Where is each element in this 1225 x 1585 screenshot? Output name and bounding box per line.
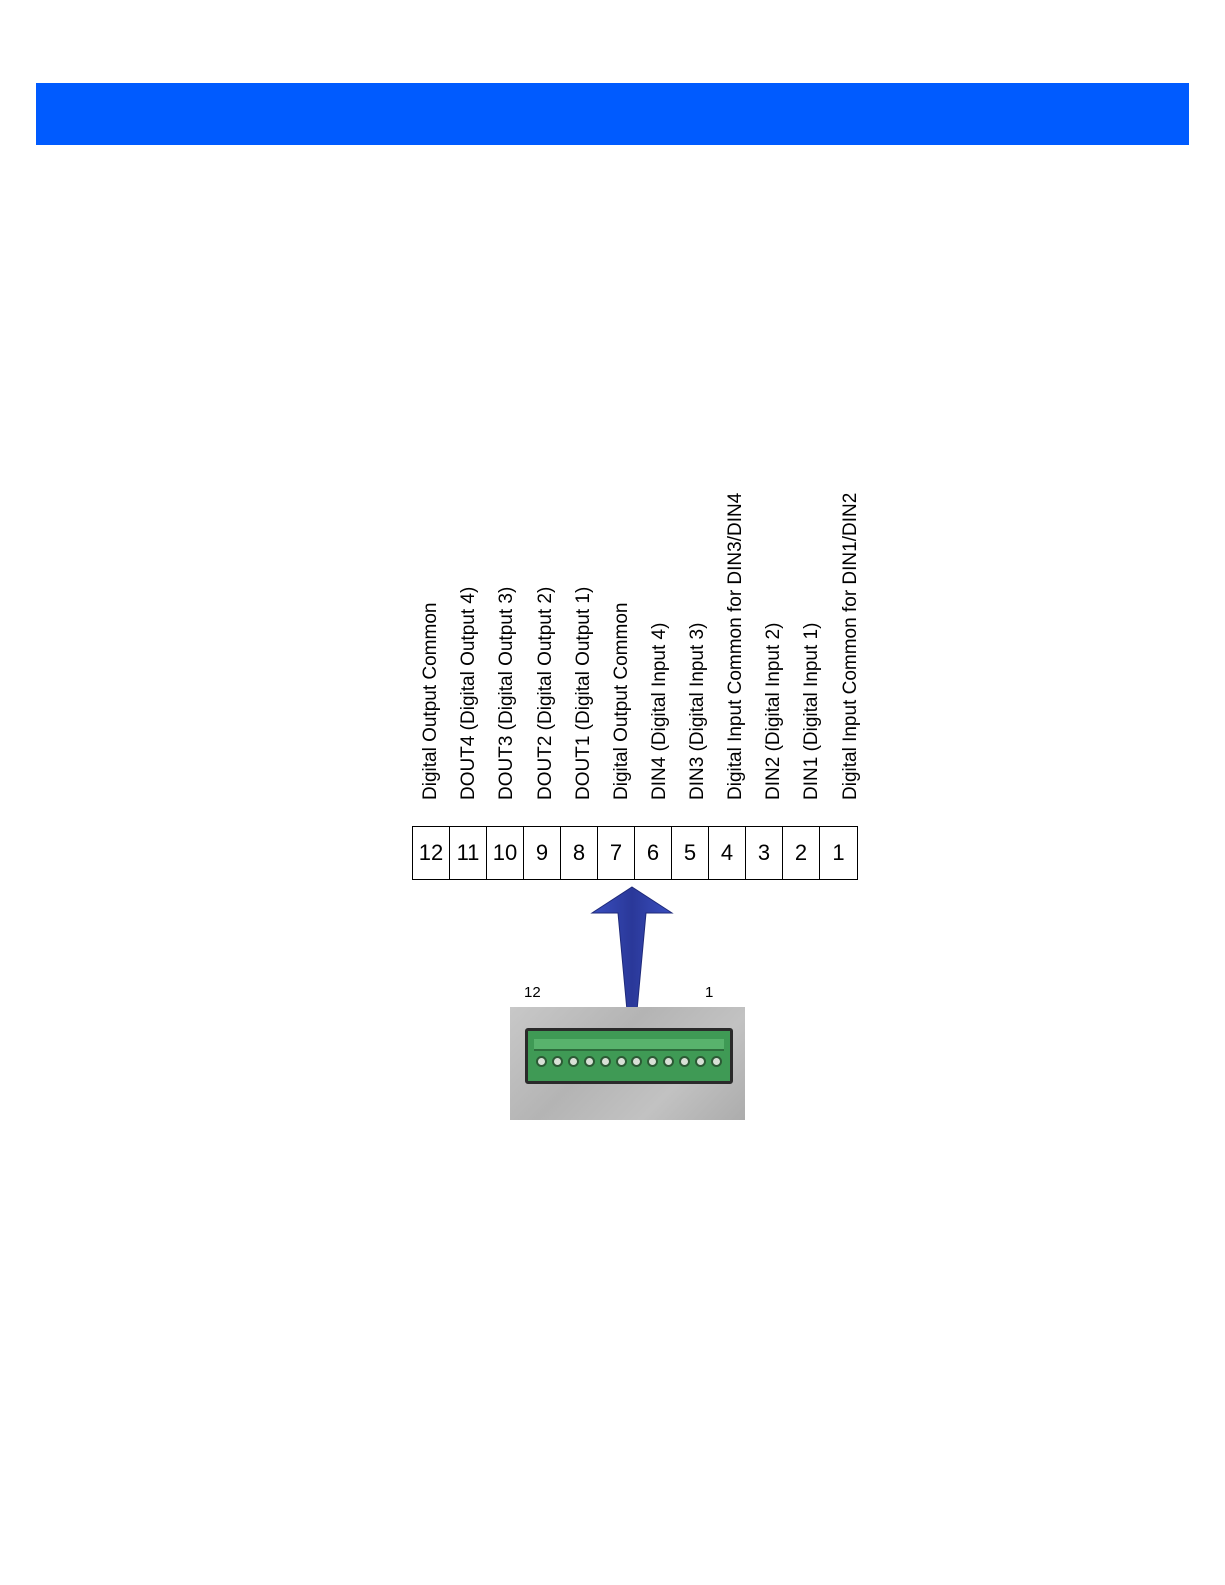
pin-label-12: Digital Output Common (412, 460, 450, 822)
pin-number-box: 6 (635, 827, 672, 879)
pin-label-2: DIN1 (Digital Input 1) (793, 460, 831, 822)
header-banner (36, 83, 1189, 145)
terminal-screw (551, 1056, 563, 1067)
pin-label-text: Digital Output Common (611, 602, 632, 800)
pin-label-8: DOUT1 (Digital Output 1) (565, 460, 603, 822)
pin-label-text: DIN1 (Digital Input 1) (801, 622, 822, 800)
pin-number-box: 12 (413, 827, 450, 879)
pin-number-box: 11 (450, 827, 487, 879)
photo-label-right: 1 (705, 984, 714, 1001)
terminal-block (525, 1028, 733, 1084)
pin-number-box: 3 (746, 827, 783, 879)
terminal-screw (679, 1056, 691, 1067)
terminal-screw (631, 1056, 643, 1067)
pin-number-box: 1 (832, 840, 845, 865)
pin-label-4: Digital Input Common for DIN3/DIN4 (717, 460, 755, 822)
pin-number-box: 8 (561, 827, 598, 879)
terminal-screw (695, 1056, 707, 1067)
photo-label-left: 12 (524, 984, 541, 1001)
pin-label-text: DIN4 (Digital Input 4) (649, 622, 670, 800)
pin-label-3: DIN2 (Digital Input 2) (755, 460, 793, 822)
pin-number-row: 12 11 10 9 8 7 6 5 4 3 2 1 (412, 826, 858, 880)
pin-label-text: Digital Output Common (420, 602, 441, 800)
connector-photo (510, 1007, 745, 1120)
pin-label-6: DIN4 (Digital Input 4) (641, 460, 679, 822)
pin-number-box: 10 (487, 827, 524, 879)
pin-label-text: DIN3 (Digital Input 3) (687, 622, 708, 800)
pin-label-5: DIN3 (Digital Input 3) (679, 460, 717, 822)
pin-number-box: 4 (709, 827, 746, 879)
pin-label-7: Digital Output Common (603, 460, 641, 822)
pin-label-text: Digital Input Common for DIN1/DIN2 (840, 492, 861, 800)
pin-label-text: DOUT3 (Digital Output 3) (496, 586, 517, 800)
screw-row (536, 1053, 722, 1077)
terminal-screw (710, 1056, 722, 1067)
pin-label-text: DIN2 (Digital Input 2) (763, 622, 784, 800)
pin-label-text: Digital Input Common for DIN3/DIN4 (725, 492, 746, 800)
pin-label-10: DOUT3 (Digital Output 3) (488, 460, 526, 822)
terminal-screw (647, 1056, 659, 1067)
terminal-rail (534, 1039, 724, 1051)
pin-number-box: 5 (672, 827, 709, 879)
pin-label-9: DOUT2 (Digital Output 2) (527, 460, 565, 822)
terminal-screw (583, 1056, 595, 1067)
pin-label-11: DOUT4 (Digital Output 4) (450, 460, 488, 822)
terminal-screw (536, 1056, 547, 1067)
pin-label-text: DOUT2 (Digital Output 2) (535, 586, 556, 800)
pin-label-text: DOUT4 (Digital Output 4) (458, 586, 479, 800)
terminal-screw (567, 1056, 579, 1067)
terminal-screw (599, 1056, 611, 1067)
pin-number-box: 7 (598, 827, 635, 879)
pin-label-text: DOUT1 (Digital Output 1) (573, 586, 594, 800)
pin-number-box: 9 (524, 827, 561, 879)
pin-label-1: Digital Input Common for DIN1/DIN2 (832, 460, 870, 822)
pin-number-box: 2 (783, 827, 820, 879)
terminal-screw (663, 1056, 675, 1067)
terminal-screw (615, 1056, 627, 1067)
